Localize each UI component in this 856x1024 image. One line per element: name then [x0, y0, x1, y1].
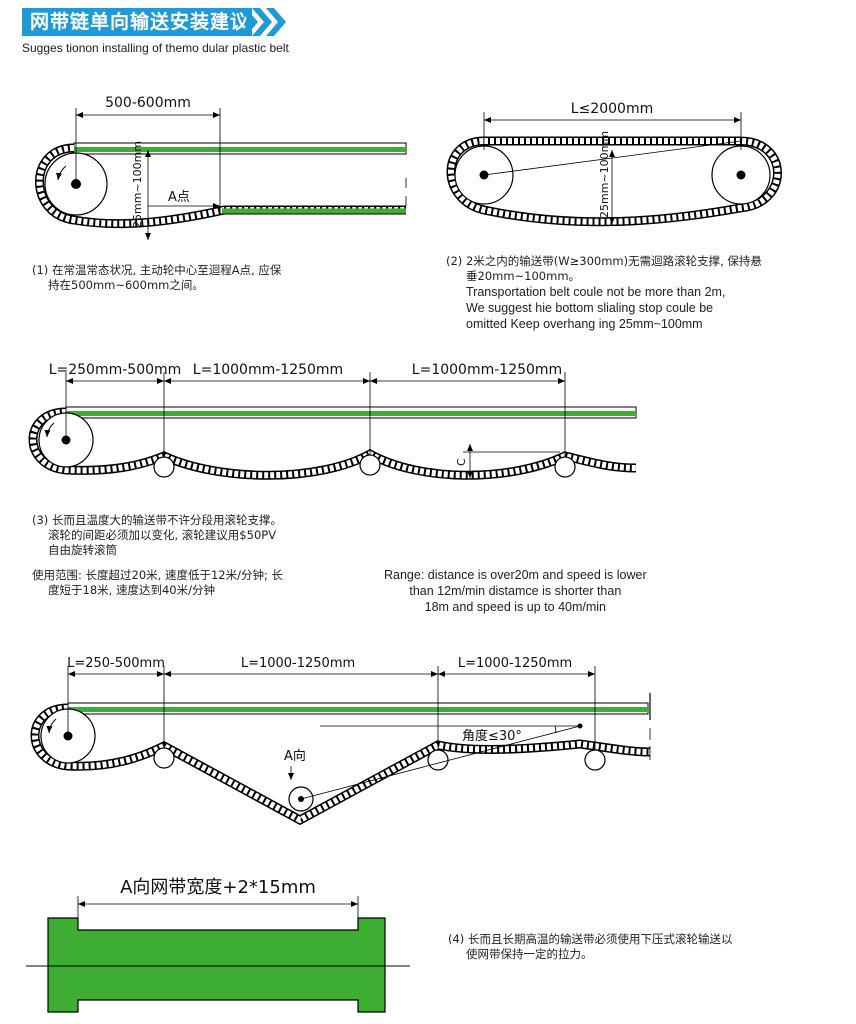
- fig4-span1-label: L=250-500mm: [67, 656, 165, 671]
- figure-5: A向网带宽度+2*15mm: [26, 877, 410, 1013]
- fig3-sag-label: C: [455, 458, 468, 466]
- figure-3: L=250mm-500mm L=1000mm-1250mm L=1000mm-1…: [28, 362, 637, 480]
- header-stripes: [238, 8, 286, 36]
- note-3: (3) 长而且温度大的输送带不许分段用滚轮支撑。 滚轮的间距必须加以变化, 滚轮…: [32, 513, 282, 557]
- page-title: 网带链单向输送安装建议: [30, 11, 251, 33]
- fig3-roller-3: [554, 456, 576, 478]
- figure-1: 500-600mm 25mm~100mm A点: [35, 95, 407, 240]
- fig2-span-label: L≤2000mm: [571, 101, 653, 117]
- note-1: (1) 在常温常态状况, 主动轮中心至迴程A点, 应保 持在500mm~600m…: [32, 263, 282, 292]
- fig1-span-label: 500-600mm: [105, 95, 191, 111]
- fig4-view-label: A向: [284, 748, 306, 764]
- note-3-range: 使用范围: 长度超过20米, 速度低于12米/分钟; 长 度短于18米, 速度达…: [32, 568, 284, 597]
- fig3-roller-2: [359, 454, 381, 476]
- fig3-span2-label: L=1000mm-1250mm: [193, 362, 343, 378]
- fig4-angle-label: 角度≤30°: [462, 728, 522, 744]
- fig4-roller-1: [153, 747, 175, 769]
- fig2-sag-label: 25mm~100mm: [598, 131, 611, 218]
- figure-4: 角度≤30° A向 L=250-500mm L=1000-1250mm L=10…: [30, 656, 651, 826]
- fig3-span3-label: L=1000mm-1250mm: [412, 362, 562, 378]
- fig3-roller-1: [153, 456, 175, 478]
- fig5-width-label: A向网带宽度+2*15mm: [120, 877, 316, 898]
- note-2-english: Transportation belt coule not be more th…: [466, 285, 726, 331]
- fig4-roller-3: [584, 749, 606, 771]
- fig4-roller-2: [427, 749, 449, 771]
- fig1-point-label: A点: [168, 190, 190, 205]
- fig5-roller-profile: [47, 917, 386, 1013]
- page-subtitle: Sugges tionon installing of themo dular …: [22, 41, 289, 55]
- note-2: (2) 2米之内的输送带(W≥300mm)无需迴路滚轮支撑, 保持悬 垂20mm…: [446, 254, 762, 283]
- note-3-english: Range: distance is over20m and speed is …: [384, 568, 647, 614]
- fig1-belt-green: [74, 147, 406, 152]
- fig1-sag-label: 25mm~100mm: [131, 141, 144, 228]
- figure-2: L≤2000mm 25mm~100mm: [446, 101, 782, 227]
- note-4: (4) 长而且长期高温的输送带必须使用下压式滚轮输送以 使网带保持一定的拉力。: [448, 932, 733, 961]
- fig3-span1-label: L=250mm-500mm: [49, 362, 182, 378]
- fig4-span3-label: L=1000-1250mm: [458, 656, 572, 671]
- fig4-belt-path: [30, 703, 651, 826]
- fig4-span2-label: L=1000-1250mm: [241, 656, 355, 671]
- header-banner: 网带链单向输送安装建议: [22, 8, 252, 36]
